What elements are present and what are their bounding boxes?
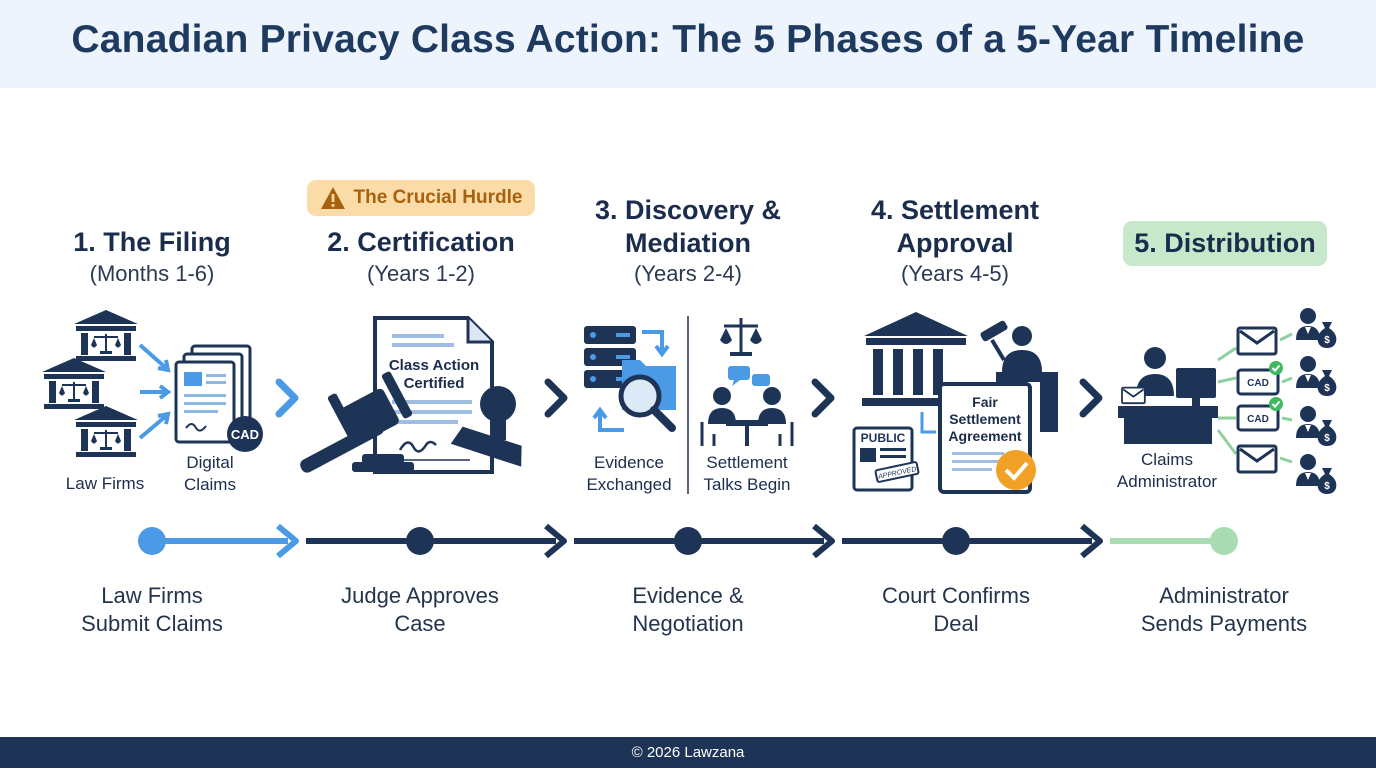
timeline-node-4: [942, 527, 970, 555]
law-firms-label: Law Firms: [65, 474, 145, 493]
phase-1-title: 1. The Filing: [73, 227, 231, 257]
agreement-line-2: Settlement: [949, 411, 1021, 427]
warning-icon: [320, 187, 345, 209]
timeline: [138, 523, 1238, 559]
transfer-arrow-icon: [642, 330, 664, 352]
agreement-line-3: Agreement: [948, 428, 1021, 444]
phase-5-caption: Administrator Sends Payments: [1140, 583, 1308, 636]
crucial-hurdle-badge: The Crucial Hurdle: [307, 180, 535, 216]
chevron-right-icon: [1079, 378, 1103, 418]
page-title: Canadian Privacy Class Action: The 5 Pha…: [71, 18, 1305, 61]
phase-2-caption: Judge Approves Case: [341, 583, 499, 636]
settlement-talks-label: Settlement Talks Begin: [703, 453, 791, 494]
footer-copyright: © 2026 Lawzana: [0, 737, 1376, 768]
judge-icon: [980, 320, 1058, 432]
phase-3-period: (Years 2-4): [633, 261, 742, 286]
settlement-agreement-icon: [938, 382, 1036, 494]
cad-payment-icon: [1236, 395, 1285, 432]
recipient-arrows: [1279, 332, 1293, 464]
phase-4-period: (Years 4-5): [900, 261, 1009, 286]
recipient-person-icon: [1296, 308, 1337, 494]
public-notice-icon: PUBLIC APPROVED: [852, 426, 920, 492]
chat-bubbles-icon: [728, 366, 770, 386]
claims-administrator-label: Claims Administrator: [1116, 450, 1218, 491]
phase-5-title: 5. Distribution: [1134, 228, 1316, 258]
phase-2-title: 2. Certification: [327, 227, 515, 257]
chevron-right-icon: [544, 378, 568, 418]
certified-doc-line-1: Class Action: [389, 357, 479, 374]
phase-1-caption: Law Firms Submit Claims: [81, 583, 223, 636]
transfer-arrow-icon: [598, 412, 624, 432]
envelope-icon: [1236, 326, 1278, 356]
header-band: [0, 0, 1376, 88]
chevron-right-icon: [811, 378, 835, 418]
badge-label: The Crucial Hurdle: [353, 187, 523, 208]
courthouse-icon: [862, 312, 970, 406]
phase-2-period: (Years 1-2): [366, 261, 475, 286]
phase-4-caption: Court Confirms Deal: [882, 583, 1030, 636]
chevron-right-icon: [275, 378, 299, 418]
certified-doc-line-2: Certified: [404, 375, 465, 392]
timeline-node-3: [674, 527, 702, 555]
stamp-icon: [450, 386, 522, 467]
phase-3-title: 3. Discovery & Mediation: [594, 195, 782, 258]
arrow-to-claims-icon: [138, 343, 172, 440]
digital-claims-documents-icon: CAD: [174, 344, 263, 452]
timeline-node-5: [1210, 527, 1238, 555]
negotiation-table-icon: [700, 387, 794, 446]
law-firm-bank-icon: [41, 309, 139, 458]
cad-payment-icon: [1236, 359, 1285, 396]
phase-3-caption: Evidence & Negotiation: [632, 583, 744, 636]
phase-4-title: 4. Settlement Approval: [870, 195, 1040, 258]
phase-1-period: (Months 1-6): [89, 261, 215, 286]
cad-coin-label: CAD: [231, 427, 259, 442]
envelope-icon: [1236, 444, 1278, 474]
svg-text:PUBLIC: PUBLIC: [861, 431, 906, 445]
phase-5-title-pill: 5. Distribution: [1123, 221, 1327, 266]
agreement-line-1: Fair: [972, 394, 998, 410]
timeline-node-1: [138, 527, 166, 555]
flow-arrow-icon: [920, 412, 936, 434]
envelope-icon: [1121, 386, 1146, 405]
payment-routing-arrows: [1216, 346, 1238, 455]
gavel-icon: [300, 371, 414, 473]
digital-claims-label: Digital Claims: [184, 453, 236, 494]
scales-of-justice-icon: [720, 318, 762, 356]
timeline-node-2: [406, 527, 434, 555]
magnifier-icon: [618, 374, 676, 432]
evidence-exchanged-label: Evidence Exchanged: [586, 453, 672, 494]
